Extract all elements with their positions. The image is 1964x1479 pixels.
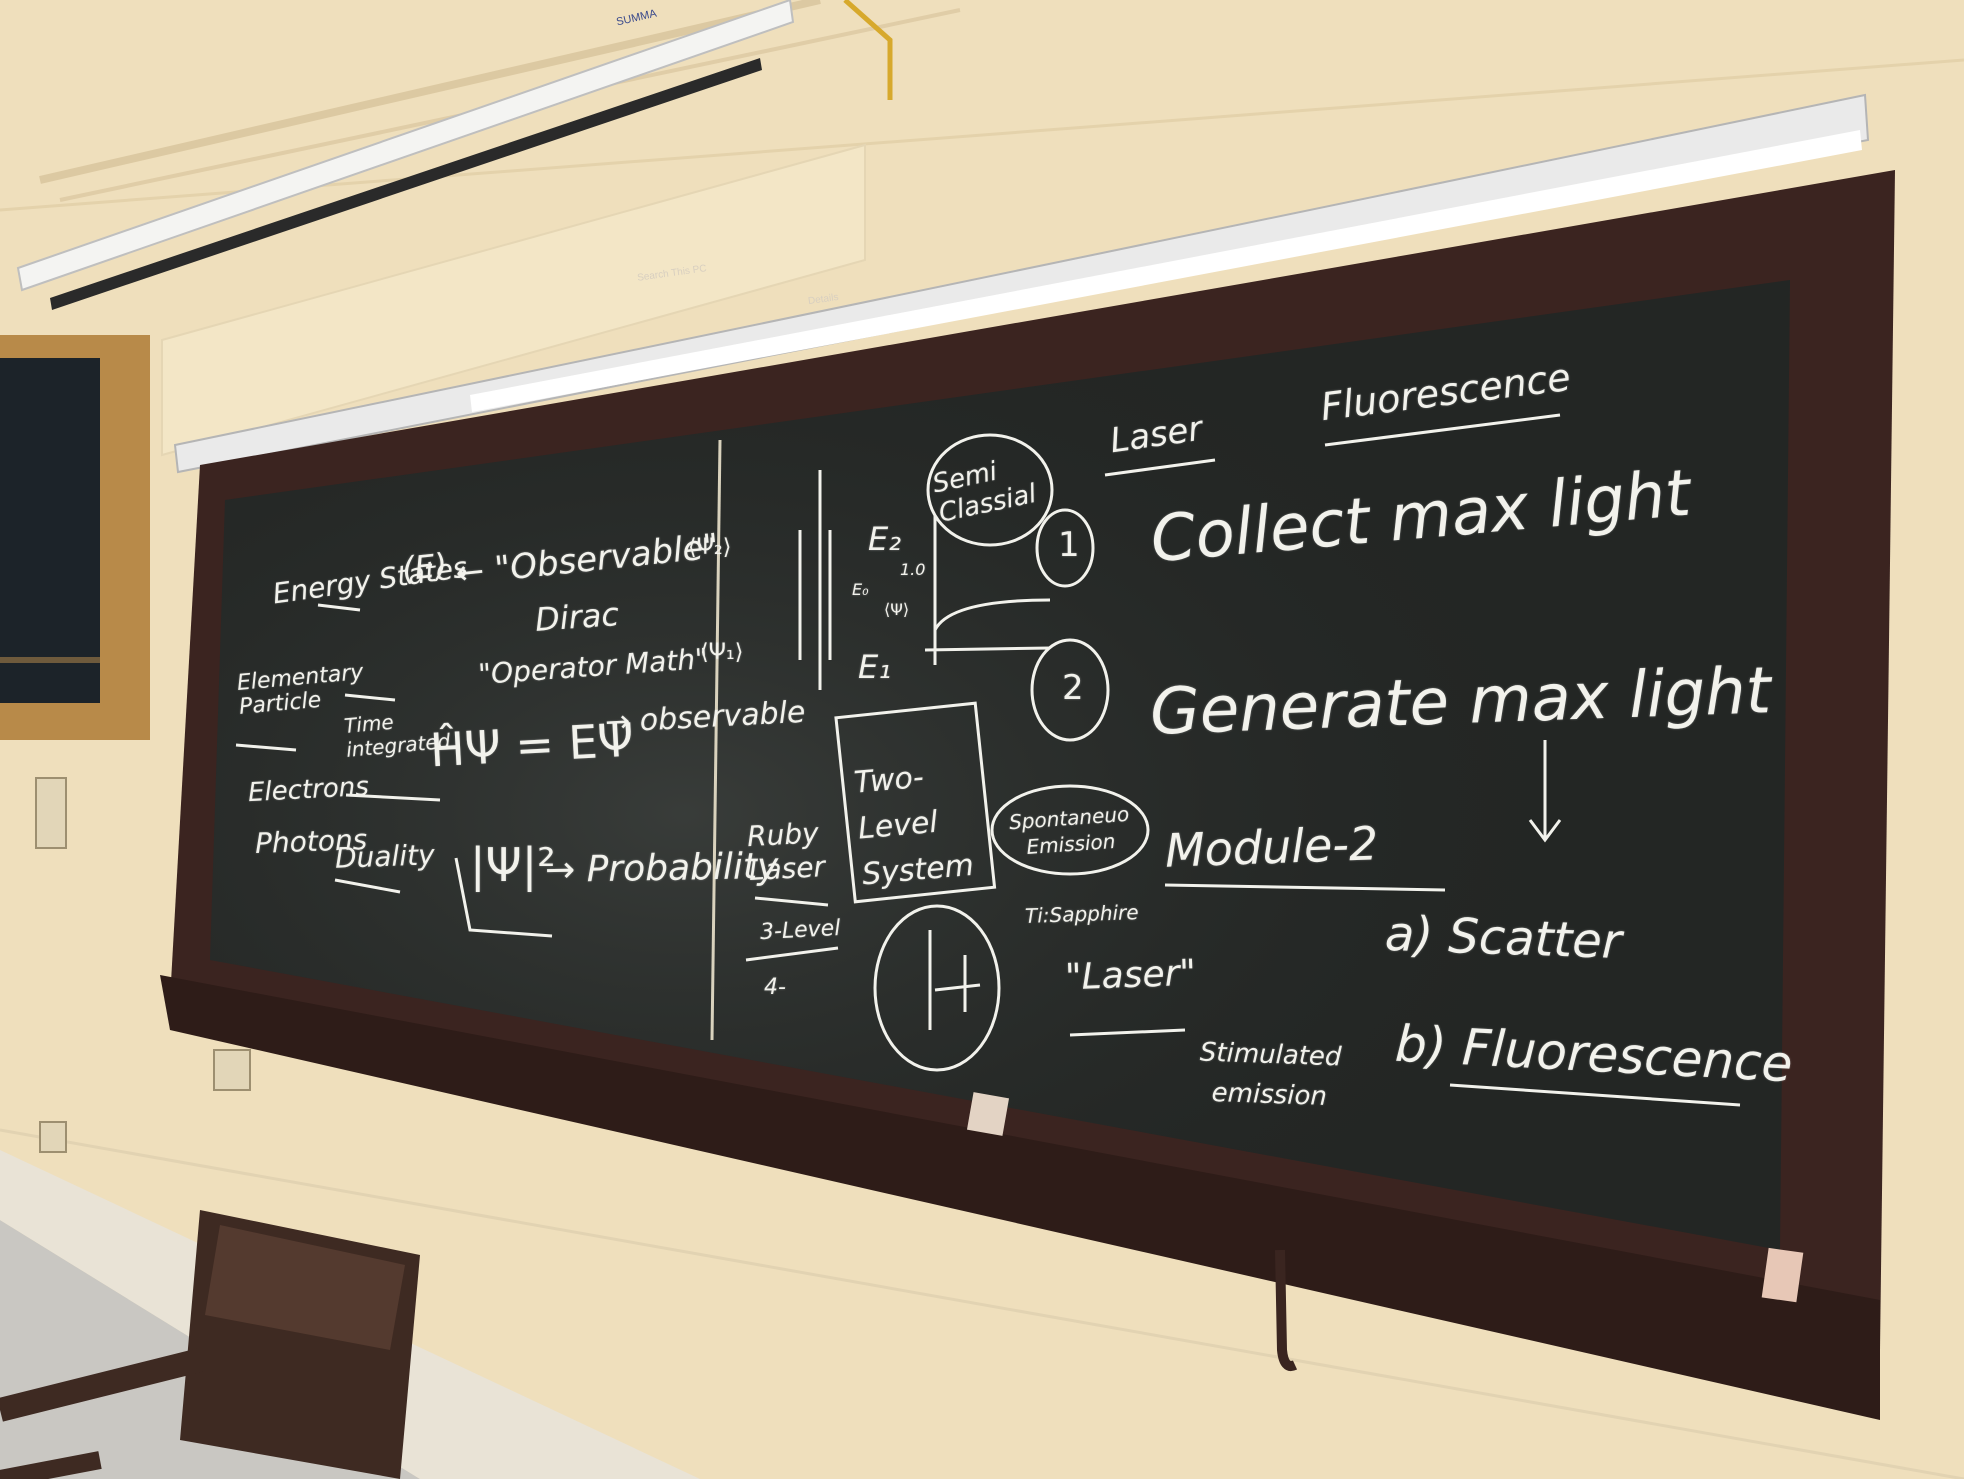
semi-classical-circle (926, 433, 1054, 547)
chalk-ledge (160, 975, 1880, 1420)
ti-sapphire-circle (873, 904, 1001, 1072)
switchboard (35, 777, 67, 849)
wooden-chair (0, 1210, 420, 1479)
spontaneous-emission-ellipse (990, 784, 1150, 876)
circle-2 (1030, 638, 1110, 742)
projector-screen-case (16, 0, 795, 292)
two-level-box (834, 701, 997, 904)
circle-1 (1035, 508, 1095, 588)
board-divider (710, 439, 722, 1041)
